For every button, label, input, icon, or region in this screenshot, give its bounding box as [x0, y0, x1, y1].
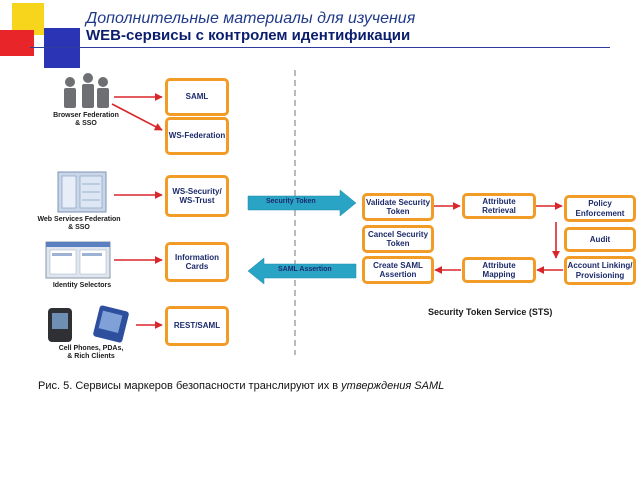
security-token-label: Security Token: [266, 198, 316, 205]
client-label-phones: Cell Phones, PDAs, & Rich Clients: [58, 345, 124, 361]
deco-red-square: [0, 30, 34, 54]
sts-attribute-retrieval: Attribute Retrieval: [462, 193, 536, 219]
screenshot-window-icon: [45, 241, 111, 279]
protocol-rest-saml: REST/SAML: [165, 306, 229, 346]
header-title-line1: Дополнительные материалы для изучения: [86, 10, 416, 27]
header-divider: [30, 47, 610, 48]
deco-blue-square: [44, 28, 80, 68]
people-group-icon: [64, 73, 109, 108]
header-title-line2: WEB-сервисы с контролем идентификации: [86, 27, 411, 44]
sts-label: Security Token Service (STS): [428, 307, 553, 317]
sts-audit: Audit: [564, 227, 636, 252]
saml-assertion-label: SAML Assertion: [278, 266, 332, 273]
sts-cancel-token: Cancel Security Token: [362, 225, 434, 253]
client-label-identity: Identity Selectors: [52, 282, 112, 289]
protocol-ws-security-trust: WS-Security/ WS-Trust: [165, 175, 229, 217]
deco-yellow-square: [12, 3, 44, 35]
protocol-ws-federation: WS-Federation: [165, 117, 229, 155]
arrow-browser-wsfed: [111, 103, 163, 131]
caption-text: Рис. 5. Сервисы маркеров безопасности тр…: [38, 380, 342, 392]
client-label-browser: Browser Federation & SSO: [53, 112, 119, 128]
security-token-arrow: [247, 189, 357, 217]
client-label-webservices: Web Services Federation & SSO: [37, 216, 121, 232]
protocol-saml: SAML: [165, 78, 229, 116]
figure-caption: Рис. 5. Сервисы маркеров безопасности тр…: [38, 380, 444, 392]
caption-italic: утверждения SAML: [341, 380, 445, 392]
server-icon: [57, 171, 107, 213]
saml-assertion-arrow: [247, 257, 357, 285]
mobile-devices-icon: [48, 305, 129, 343]
sts-create-saml-assertion: Create SAML Assertion: [362, 256, 434, 284]
sts-policy-enforcement: Policy Enforcement: [564, 195, 636, 222]
sts-account-linking: Account Linking/ Provisioning: [564, 256, 636, 285]
protocol-information-cards: Information Cards: [165, 242, 229, 282]
sts-validate-token: Validate Security Token: [362, 193, 434, 221]
sts-attribute-mapping: Attribute Mapping: [462, 257, 536, 283]
deco-red-stripe: [0, 54, 34, 56]
